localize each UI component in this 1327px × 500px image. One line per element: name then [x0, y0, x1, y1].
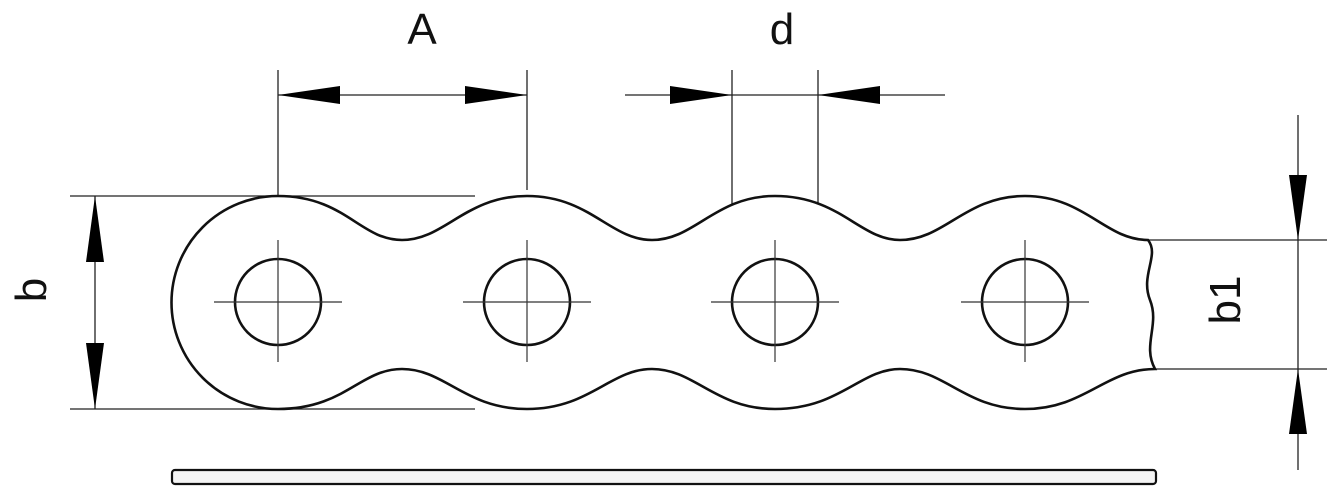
strip-outline [170, 194, 1158, 411]
label-a: A [407, 5, 437, 54]
label-d: d [770, 5, 794, 54]
label-b1: b1 [1201, 276, 1250, 325]
hole-1 [214, 240, 342, 362]
hole-4 [961, 240, 1089, 362]
hole-2 [463, 240, 591, 362]
dimension-a: A [278, 5, 527, 104]
dimension-d: d [625, 5, 945, 104]
dimension-b: b [7, 196, 104, 409]
strip-side-view [170, 468, 1158, 486]
label-b: b [7, 278, 56, 302]
hole-3 [711, 240, 839, 362]
dimension-b1: b1 [1201, 115, 1307, 470]
